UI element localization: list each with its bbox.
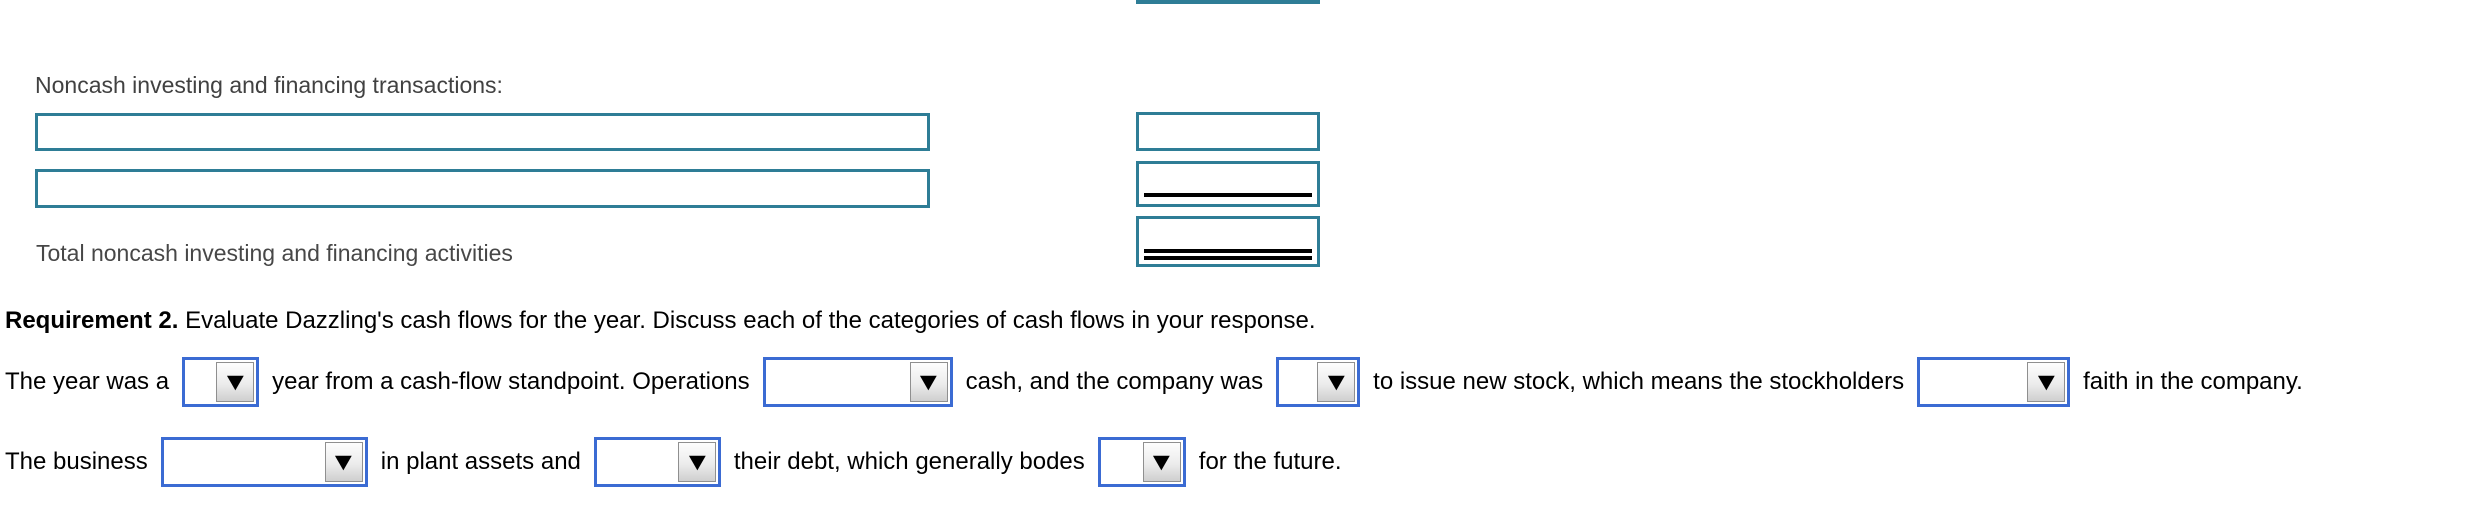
noncash-amount-input-1[interactable]: [1136, 112, 1320, 151]
sentence-row-2: The business ▼ in plant assets and ▼ the…: [5, 437, 1342, 487]
sentence2-text-3: for the future.: [1198, 448, 1342, 475]
dropdown-arrow-icon: ▼: [1317, 362, 1356, 402]
sentence1-text-3: to issue new stock, which means the stoc…: [1373, 368, 1905, 395]
sentence1-text-4: faith in the company.: [2083, 368, 2303, 395]
sentence1-text-2: cash, and the company was: [965, 368, 1264, 395]
sentence-row-1: The year was a ▼ year from a cash-flow s…: [5, 357, 2303, 407]
sentence2-text-1: in plant assets and: [380, 448, 581, 475]
dropdown-arrow-icon: ▼: [1142, 442, 1181, 482]
single-underline-rule: [1144, 193, 1312, 197]
year-type-select[interactable]: ▼: [182, 357, 260, 407]
dropdown-arrow-icon: ▼: [909, 362, 948, 402]
dropdown-arrow-icon: ▼: [216, 362, 255, 402]
sentence1-text-0: The year was a: [5, 368, 170, 395]
noncash-amount-input-2[interactable]: [1136, 161, 1320, 207]
operations-cash-select[interactable]: ▼: [762, 357, 953, 407]
double-rule-bar-top: [1144, 249, 1312, 253]
stockholders-faith-select[interactable]: ▼: [1917, 357, 2071, 407]
noncash-section-heading: Noncash investing and financing transact…: [35, 72, 503, 98]
requirement-2-heading: Requirement 2. Evaluate Dazzling's cash …: [5, 307, 1316, 335]
requirement-2-text: Evaluate Dazzling's cash flows for the y…: [185, 307, 1316, 334]
dropdown-arrow-icon: ▼: [324, 442, 363, 482]
noncash-description-input-1[interactable]: [35, 113, 930, 151]
noncash-total-label: Total noncash investing and financing ac…: [36, 240, 513, 266]
sentence2-text-2: their debt, which generally bodes: [733, 448, 1085, 475]
dropdown-arrow-icon: ▼: [677, 442, 716, 482]
double-rule-bar-bottom: [1144, 256, 1312, 260]
dropdown-arrow-icon: ▼: [2027, 362, 2066, 402]
debt-change-select[interactable]: ▼: [593, 437, 721, 487]
noncash-total-amount-input[interactable]: [1136, 216, 1320, 267]
requirement-2-label: Requirement 2.: [5, 307, 179, 334]
truncated-input-bottom-border: [1136, 0, 1320, 4]
sentence1-text-1: year from a cash-flow standpoint. Operat…: [272, 368, 750, 395]
sentence2-text-0: The business: [5, 448, 148, 475]
double-underline-rule: [1144, 249, 1312, 260]
future-outlook-select[interactable]: ▼: [1097, 437, 1186, 487]
noncash-description-input-2[interactable]: [35, 169, 930, 208]
plant-assets-change-select[interactable]: ▼: [160, 437, 368, 487]
stock-issue-ability-select[interactable]: ▼: [1276, 357, 1361, 407]
